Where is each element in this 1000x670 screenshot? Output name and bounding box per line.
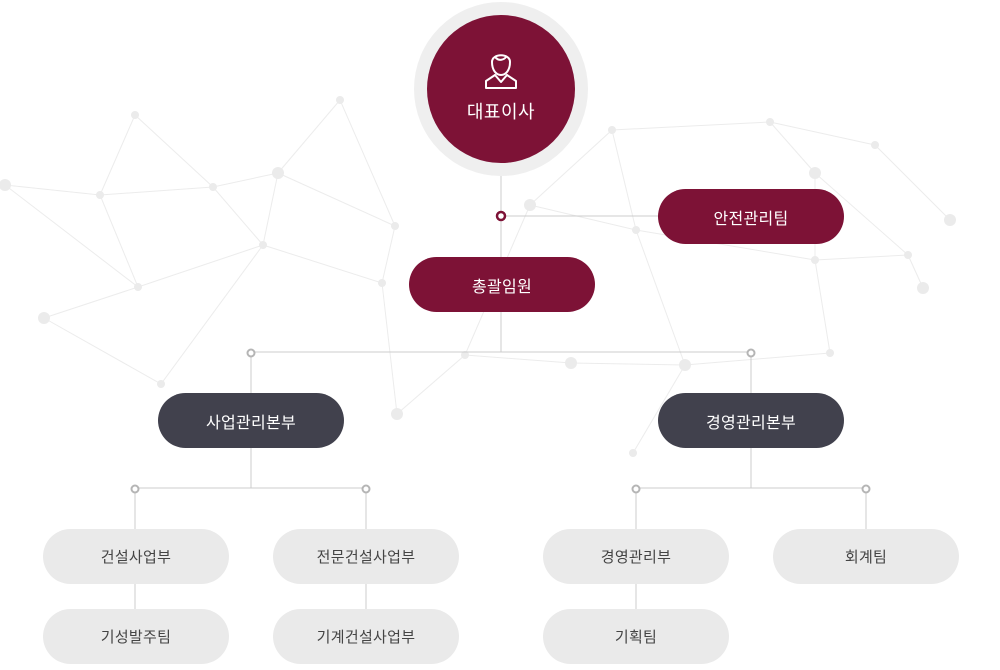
background-network-dot (565, 357, 577, 369)
background-network-dot (461, 351, 469, 359)
background-network-dot (0, 179, 11, 191)
background-network-line (99, 194, 139, 288)
background-network-line (814, 172, 909, 256)
background-network-line (814, 259, 831, 354)
junction-dot (746, 348, 756, 358)
mechanical-construction-dept-node[interactable]: 기계건설사업부 (273, 609, 459, 664)
background-network-line (137, 244, 264, 288)
background-network-dot (826, 349, 834, 357)
background-network-dot (209, 183, 217, 191)
background-network-line (43, 317, 162, 385)
background-network-line (814, 254, 909, 261)
junction-dot (861, 484, 871, 494)
background-network-dot (272, 167, 284, 179)
business-division-node[interactable]: 사업관리본부 (158, 393, 344, 448)
background-network-dot (391, 408, 403, 420)
construction-dept-node[interactable]: 건설사업부 (43, 529, 229, 584)
junction-dot (631, 484, 641, 494)
background-network-dot (809, 167, 821, 179)
ceo-label: 대표이사 (466, 102, 536, 123)
background-network-line (99, 186, 214, 196)
background-network-dot (917, 282, 929, 294)
background-network-line (277, 99, 341, 174)
background-network-line (907, 254, 924, 289)
background-network-line (134, 114, 214, 188)
background-network-line (529, 129, 613, 206)
background-network-line (632, 364, 686, 454)
background-network-line (874, 144, 951, 221)
junction-dot (361, 484, 371, 494)
background-network-line (339, 99, 396, 227)
accounting-team-node[interactable]: 회계팀 (773, 529, 959, 584)
junction-dot (246, 348, 256, 358)
background-network-dot (378, 279, 386, 287)
background-network-line (464, 354, 572, 364)
ceo-node[interactable]: 대표이사 (427, 15, 575, 163)
background-network-line (635, 229, 686, 366)
background-network-line (611, 129, 637, 231)
background-network-line (4, 184, 139, 288)
background-network-dot (679, 359, 691, 371)
background-network-line (570, 362, 686, 366)
background-network-line (277, 172, 396, 227)
background-network-dot (766, 118, 774, 126)
background-network-dot (134, 283, 142, 291)
background-network-dot (38, 312, 50, 324)
background-network-dot (632, 226, 640, 234)
person-icon (485, 54, 517, 89)
specialty-construction-dept-node[interactable]: 전문건설사업부 (273, 529, 459, 584)
background-network-dot (157, 380, 165, 388)
junction-dot (495, 210, 507, 222)
background-network-dot (811, 256, 819, 264)
background-network-line (262, 172, 279, 246)
background-network-line (212, 186, 264, 246)
background-network-line (160, 244, 264, 385)
management-dept-node[interactable]: 경영관리부 (543, 529, 729, 584)
background-network-dot (336, 96, 344, 104)
background-network-line (684, 352, 831, 366)
background-network-line (381, 282, 398, 415)
background-network-dot (96, 191, 104, 199)
background-network-dot (904, 251, 912, 259)
background-network-dot (608, 126, 616, 134)
planning-team-node[interactable]: 기획팀 (543, 609, 729, 664)
background-network-line (769, 121, 816, 174)
background-network-line (396, 354, 466, 415)
progress-order-team-node[interactable]: 기성발주팀 (43, 609, 229, 664)
junction-dot (130, 484, 140, 494)
background-network-dot (524, 199, 536, 211)
background-network-line (262, 244, 383, 284)
background-network-line (43, 286, 139, 319)
executive-node[interactable]: 총괄임원 (409, 257, 595, 312)
background-network-dot (871, 141, 879, 149)
background-network-dot (944, 214, 956, 226)
safety-team-node[interactable]: 안전관리팀 (658, 189, 844, 244)
background-network-dot (629, 449, 637, 457)
background-network-line (769, 121, 876, 146)
background-network-line (611, 121, 771, 131)
background-network-line (212, 172, 279, 188)
background-network-dot (259, 241, 267, 249)
management-division-node[interactable]: 경영관리본부 (658, 393, 844, 448)
background-network-line (4, 184, 101, 196)
background-network-line (529, 204, 637, 231)
background-network-line (99, 114, 136, 196)
background-network-dot (391, 222, 399, 230)
background-network-dot (131, 111, 139, 119)
background-network-line (381, 225, 396, 284)
